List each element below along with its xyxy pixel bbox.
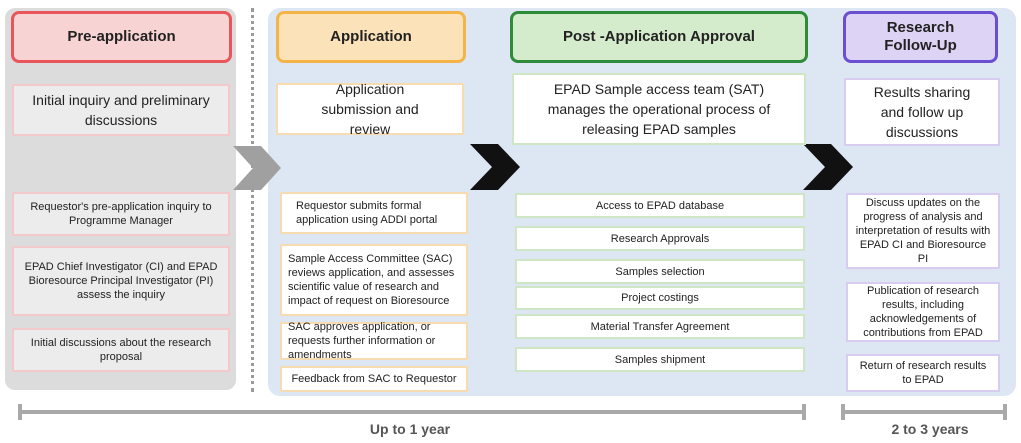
black-chevron-icon-2	[803, 144, 853, 190]
app-item-2: Sample Access Committee (SAC) reviews ap…	[280, 244, 468, 316]
summary-research-follow-up: Results sharing and follow up discussion…	[844, 78, 1000, 146]
timeline-1-end-tick	[802, 404, 806, 420]
stage-header-application: Application	[276, 11, 466, 63]
timeline-2-bar	[841, 410, 1007, 414]
post-item-5: Material Transfer Agreement	[515, 314, 805, 339]
pre-item-2: EPAD Chief Investigator (CI) and EPAD Bi…	[12, 246, 230, 316]
post-item-3: Samples selection	[515, 259, 805, 284]
stage-header-post-approval: Post -Application Approval	[510, 11, 808, 63]
black-chevron-icon	[470, 144, 520, 190]
app-item-4: Feedback from SAC to Requestor	[280, 366, 468, 392]
res-item-1: Discuss updates on the progress of analy…	[846, 193, 1000, 269]
app-item-1: Requestor submits formal application usi…	[280, 192, 468, 234]
summary-application: Application submission and review	[276, 81, 464, 137]
timeline-2-label: 2 to 3 years	[891, 421, 969, 437]
res-item-2: Publication of research results, includi…	[846, 282, 1000, 342]
res-item-3: Return of research results to EPAD	[846, 354, 1000, 392]
gray-chevron-icon	[233, 146, 281, 190]
timeline-1-label: Up to 1 year	[369, 421, 451, 437]
stage-header-research-follow-up: Research Follow-Up	[843, 11, 998, 63]
post-item-6: Samples shipment	[515, 347, 805, 372]
timeline-1-bar	[18, 410, 806, 414]
post-item-4: Project costings	[515, 286, 805, 310]
summary-post-approval: EPAD Sample access team (SAT) manages th…	[512, 73, 806, 145]
post-item-1: Access to EPAD database	[515, 193, 805, 218]
stage-header-pre-application: Pre-application	[11, 11, 232, 63]
pre-item-3: Initial discussions about the research p…	[12, 328, 230, 372]
dotted-divider	[251, 8, 254, 392]
timeline-2-end-tick	[1003, 404, 1007, 420]
summary-pre-application: Initial inquiry and preliminary discussi…	[12, 84, 230, 136]
pre-item-1: Requestor's pre-application inquiry to P…	[12, 192, 230, 236]
app-item-3: SAC approves application, or requests fu…	[280, 321, 468, 361]
post-item-2: Research Approvals	[515, 226, 805, 251]
